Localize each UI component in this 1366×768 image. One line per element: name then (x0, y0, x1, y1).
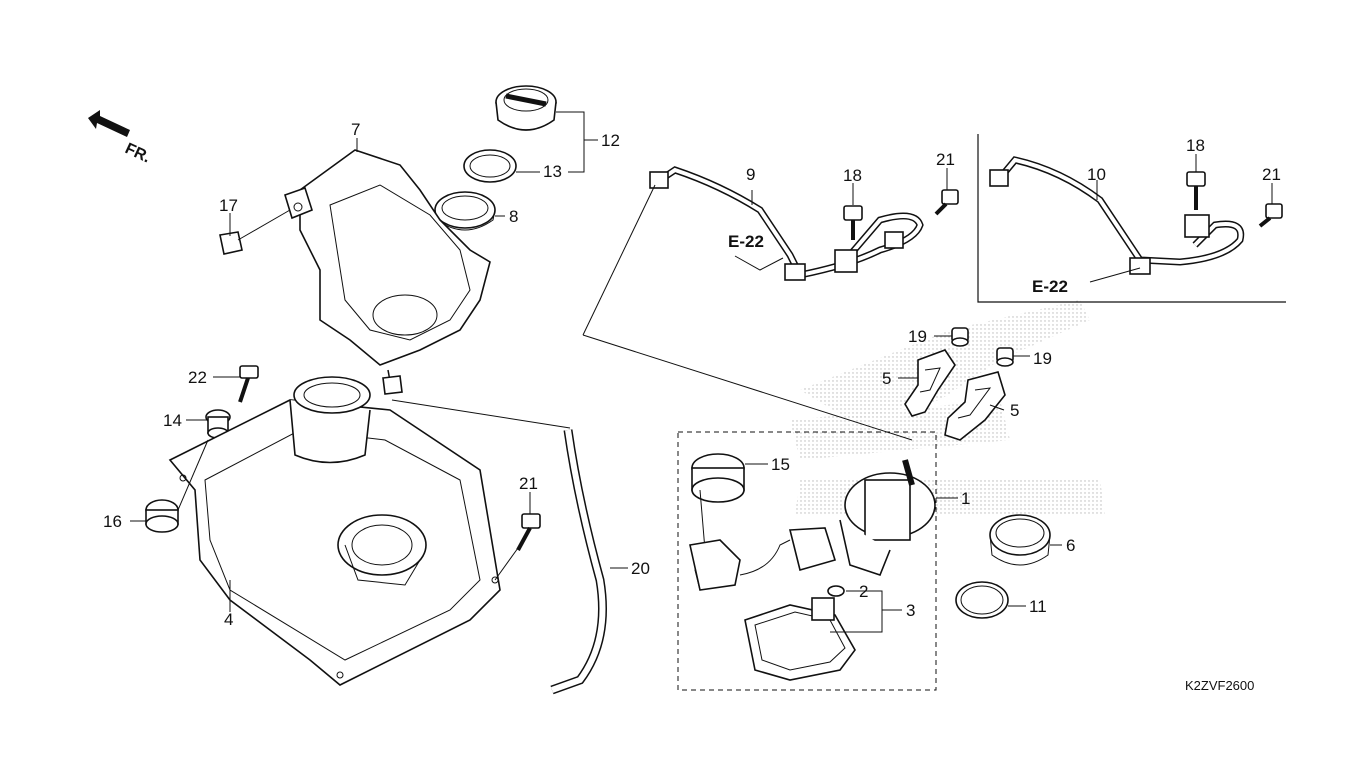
callout-10: 10 (1087, 165, 1106, 184)
leader-lines (130, 111, 1273, 633)
front-direction-arrow: FR. (88, 110, 153, 167)
fuel-hose-9 (649, 166, 924, 281)
small-o-ring (827, 585, 845, 597)
grommet-16 (145, 499, 179, 533)
callout-6: 6 (1066, 536, 1075, 555)
diagram-code: K2ZVF2600 (1185, 678, 1254, 693)
filler-packing (434, 191, 496, 231)
bolt-18-a (843, 205, 863, 240)
plate-5-a (904, 349, 956, 417)
callout-2: 2 (859, 582, 868, 601)
pump-ring (955, 581, 1009, 619)
bolt-18-b (1186, 171, 1206, 210)
callout-7: 7 (351, 120, 360, 139)
callout-20: 20 (631, 559, 650, 578)
callout-8: 8 (509, 207, 518, 226)
callout-5-b: 5 (1010, 401, 1019, 420)
tank-upper-tray (284, 149, 491, 395)
plate-5-b (944, 371, 1006, 441)
callout-18-b: 18 (1186, 136, 1205, 155)
callout-11: 11 (1029, 597, 1047, 616)
callout-21-b: 21 (1262, 165, 1281, 184)
watermark-logo (790, 300, 1105, 515)
callout-22: 22 (188, 368, 207, 387)
callout-14: 14 (163, 411, 182, 430)
callout-16: 16 (103, 512, 122, 531)
callout-15: 15 (771, 455, 790, 474)
reference-label-e22-b: E-22 (1032, 277, 1068, 296)
bolt-21-a (934, 189, 959, 216)
callout-18-a: 18 (843, 166, 862, 185)
direction-label: FR. (122, 140, 153, 166)
callout-13: 13 (543, 162, 562, 181)
callout-5-a: 5 (882, 369, 891, 388)
callout-12: 12 (601, 131, 620, 150)
callout-1: 1 (961, 489, 970, 508)
inset-box (977, 134, 1286, 303)
clip-nut (219, 231, 243, 255)
callout-17: 17 (219, 196, 238, 215)
callout-19-b: 19 (1033, 349, 1052, 368)
fuel-cap (495, 85, 557, 131)
callout-9: 9 (746, 165, 755, 184)
pump-packing (989, 514, 1051, 566)
nut-19-a (951, 327, 969, 347)
nut-19-b (996, 347, 1014, 367)
bolt-21-b (1258, 203, 1283, 228)
callout-numbers: 7 12 13 8 17 22 14 16 4 21 20 9 18 21 10… (103, 120, 1281, 629)
fuel-pump (689, 459, 936, 591)
callout-3: 3 (906, 601, 915, 620)
fuel-pump-assembly-box (677, 431, 937, 691)
fuel-level-float (691, 453, 745, 591)
bolt-22 (238, 365, 259, 403)
reference-label-e22-a: E-22 (728, 232, 764, 251)
fuel-filter (744, 597, 856, 681)
callout-4: 4 (224, 610, 233, 629)
callout-21-a: 21 (936, 150, 955, 169)
callout-21-tank: 21 (519, 474, 538, 493)
bolt-21-tank (516, 513, 541, 551)
fuel-tank (168, 376, 501, 686)
callout-19-a: 19 (908, 327, 927, 346)
